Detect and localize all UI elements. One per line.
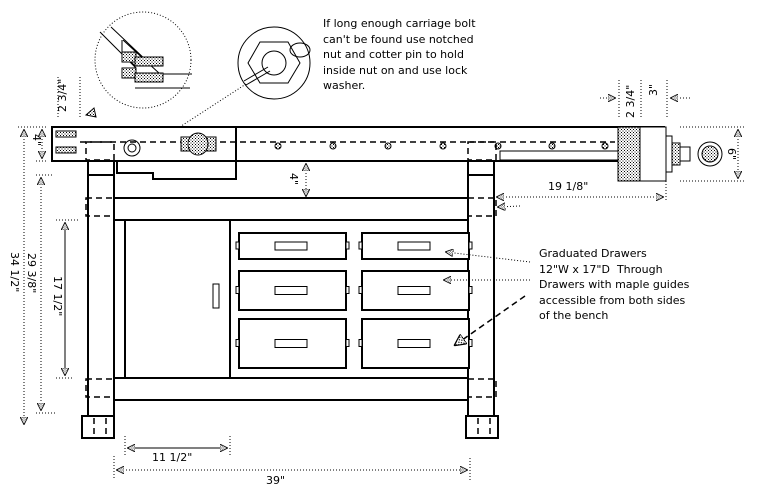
drawer-guide <box>235 339 240 347</box>
drawer-guide <box>468 241 473 250</box>
drawer[interactable] <box>358 232 473 260</box>
dimensions: 2 3/4" 4" 34 1/2" 29 3/8" 17 1/2" 4" 2 3… <box>8 77 744 487</box>
drawer-guide <box>358 241 363 250</box>
dim-vise-height: 6" <box>725 148 738 160</box>
drawer-guide <box>358 339 363 347</box>
dim-vise-screw-length: 19 1/8" <box>548 180 588 193</box>
drawer[interactable] <box>358 318 473 369</box>
drawers-note: Graduated Drawers 12"W x 17"D Through Dr… <box>539 247 690 322</box>
apron-block <box>116 161 237 180</box>
drawer-guide <box>468 286 473 294</box>
joint-detail-callout <box>94 11 192 109</box>
upper-rail <box>113 197 469 221</box>
dim-bench-length: 39" <box>266 474 285 487</box>
dim-top-apron-left: 4" <box>30 134 43 146</box>
drawer-pull[interactable] <box>397 339 431 348</box>
drawer[interactable] <box>235 318 350 369</box>
bench-dog-holes <box>274 142 609 150</box>
drawer-guide <box>235 241 240 250</box>
dim-cabinet-height: 17 1/2" <box>51 276 64 316</box>
dim-top-thickness-left: 2 3/4" <box>56 79 69 112</box>
drawer[interactable] <box>235 232 350 260</box>
dim-base-height: 29 3/8" <box>25 253 38 293</box>
drawer-guide <box>345 286 350 294</box>
carriage-bolt-note: If long enough carriage bolt can't be fo… <box>323 17 476 92</box>
drawer-guide <box>358 286 363 294</box>
drawer-pull[interactable] <box>274 241 308 251</box>
dim-apron-gap: 4" <box>287 173 300 185</box>
drawer-pull[interactable] <box>397 241 431 251</box>
tail-vise <box>499 126 723 182</box>
drawer-guide <box>235 286 240 294</box>
dim-door-width: 11 1/2" <box>152 451 192 464</box>
dim-top-thickness-right: 2 3/4" <box>624 85 637 118</box>
dim-bench-height: 34 1/2" <box>8 252 21 292</box>
drawer-leaders <box>444 206 531 345</box>
drawer-guide <box>345 339 350 347</box>
drawer-pull[interactable] <box>274 339 308 348</box>
benchtop <box>51 126 665 162</box>
cabinet-door-handle[interactable] <box>212 283 220 309</box>
drawer-guide <box>468 339 473 347</box>
drawer-guide <box>345 241 350 250</box>
drawer-pull[interactable] <box>397 286 431 295</box>
drawer-pull[interactable] <box>274 286 308 295</box>
lower-rail <box>113 377 469 401</box>
drawer[interactable] <box>358 270 473 311</box>
drawer[interactable] <box>235 270 350 311</box>
dim-vise-jaw: 3" <box>647 84 660 96</box>
